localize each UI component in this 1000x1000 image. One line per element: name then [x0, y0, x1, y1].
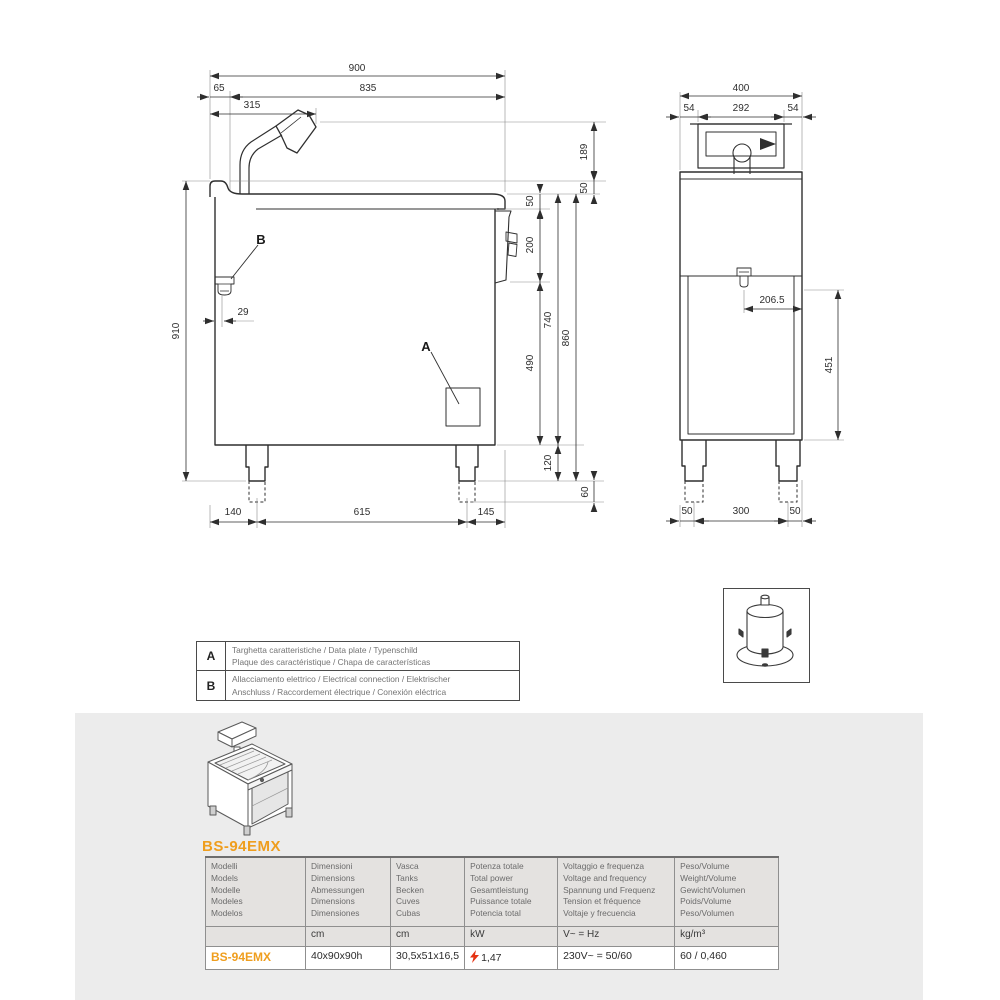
spec-value-model: BS-94EMX: [205, 946, 306, 970]
legend-text-b: Allacciamento elettrico / Electrical con…: [225, 670, 520, 701]
side-dimension-lines: [666, 92, 842, 525]
power-value: 1,47: [481, 952, 502, 964]
side-dimension-labels: 400 54 292 54 206.5 451 50 300 50: [681, 83, 835, 517]
legend-key-a: A: [196, 640, 226, 672]
spec-value-dimensions: 40x90x90h: [305, 946, 391, 970]
side-view: [679, 123, 803, 503]
product-thumbnail: [207, 721, 293, 836]
dim-120: 120: [543, 454, 554, 471]
legend-table: A Targhetta caratteristiche / Data plate…: [196, 640, 520, 701]
spec-unit-tanks: cm: [389, 926, 466, 947]
dim-50-left: 50: [681, 506, 693, 517]
dim-145: 145: [478, 507, 495, 518]
legend-row-a: A Targhetta caratteristiche / Data plate…: [196, 640, 520, 672]
dim-835: 835: [360, 83, 377, 94]
legend-text-a: Targhetta caratteristiche / Data plate /…: [225, 640, 520, 672]
technical-drawing: 900 65 835 315 189 50 50 200 490 740 860…: [171, 63, 844, 528]
accessory-detail-box: [723, 588, 810, 683]
dim-300: 300: [733, 506, 750, 517]
callout-a: A: [421, 339, 431, 354]
legend-b-line2: Anschluss / Raccordement électrique / Co…: [232, 686, 447, 697]
dim-189: 189: [579, 143, 590, 160]
legend-a-line1: Targhetta caratteristiche / Data plate /…: [232, 645, 418, 655]
leader-a: [430, 351, 460, 405]
lightning-bolt-icon: [470, 950, 480, 963]
dim-615: 615: [354, 507, 371, 518]
spec-units-row: cm cm kW V~ = Hz kg/m³: [205, 926, 780, 947]
dim-400: 400: [733, 83, 750, 94]
dim-860: 860: [561, 329, 572, 346]
spec-unit-power: kW: [464, 926, 559, 947]
spec-value-tanks: 30,5x51x16,5: [389, 946, 466, 970]
dim-50-right: 50: [789, 506, 801, 517]
spec-unit-weight: kg/m³: [674, 926, 780, 947]
front-dimension-lines: [182, 72, 598, 526]
leader-b: [230, 244, 259, 280]
legend-b-line1: Allacciamento elettrico / Electrical con…: [232, 674, 451, 685]
spec-value-voltage: 230V~ = 50/60: [557, 946, 676, 970]
dim-206-5: 206.5: [759, 295, 784, 306]
front-dimension-labels: 900 65 835 315 189 50 50 200 490 740 860…: [171, 63, 591, 518]
dim-65: 65: [213, 83, 225, 94]
dim-29: 29: [237, 307, 249, 318]
spec-unit-voltage: V~ = Hz: [557, 926, 676, 947]
spec-values-row: BS-94EMX 40x90x90h 30,5x51x16,5 1,47 230…: [205, 946, 780, 970]
legend-row-b: B Allacciamento elettrico / Electrical c…: [196, 670, 520, 701]
callout-b: B: [256, 232, 265, 247]
spec-value-weight: 60 / 0,460: [674, 946, 780, 970]
product-model-label: BS-94EMX: [202, 838, 282, 855]
dim-490: 490: [525, 354, 536, 371]
dim-60: 60: [580, 486, 591, 498]
legend-key-b: B: [196, 670, 226, 701]
dim-200: 200: [525, 236, 536, 253]
dim-140: 140: [225, 507, 242, 518]
front-view: [209, 109, 518, 503]
spec-unit-model: [205, 926, 306, 947]
dim-50-top: 50: [525, 195, 536, 207]
dim-451: 451: [824, 356, 835, 373]
dim-740: 740: [543, 311, 554, 328]
dim-292: 292: [733, 103, 750, 114]
spec-unit-dimensions: cm: [305, 926, 391, 947]
cylinder-foot-icon: [736, 594, 794, 667]
dim-54-left: 54: [683, 103, 695, 114]
dim-315: 315: [244, 100, 261, 111]
side-extension-lines: [679, 92, 844, 527]
dim-54-right: 54: [787, 103, 799, 114]
spec-value-power: 1,47: [464, 946, 559, 970]
dim-910: 910: [171, 322, 182, 339]
dim-50-rim: 50: [579, 182, 590, 194]
dim-900: 900: [349, 63, 366, 74]
legend-a-line2: Plaque des caractéristique / Chapa de ca…: [232, 657, 431, 668]
